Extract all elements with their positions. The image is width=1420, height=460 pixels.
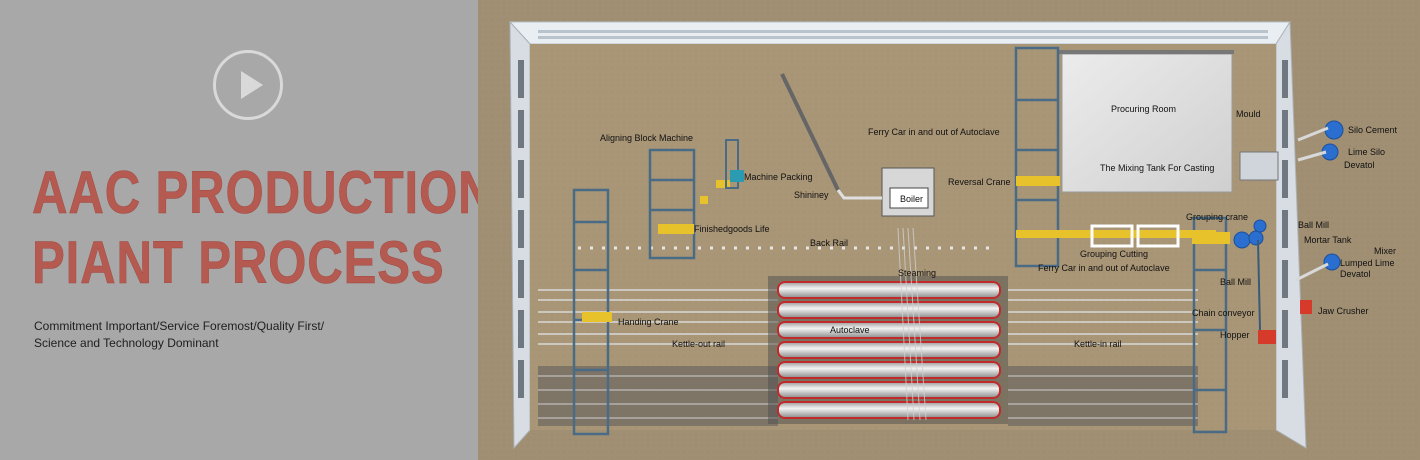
- play-button[interactable]: [213, 50, 283, 120]
- play-circle-icon: [241, 71, 263, 99]
- label-autoclave: Autoclave: [830, 325, 870, 335]
- autoclave-bank: [768, 227, 1008, 424]
- label-grouping-crane: Grouping crane: [1186, 212, 1248, 222]
- packing-machine: [725, 139, 744, 189]
- boiler-unit: [780, 73, 935, 217]
- label-steaming: Steaming: [898, 268, 936, 278]
- label-boiler: Boiler: [900, 194, 923, 204]
- label-ball-mill-top: Ball Mill: [1298, 220, 1329, 230]
- crane-yellow-parts: [582, 176, 1230, 322]
- kettle-rails: [538, 289, 1198, 345]
- label-hopper: Hopper: [1220, 330, 1250, 340]
- label-handing-crane: Handing Crane: [618, 317, 679, 327]
- steel-cranes: [572, 46, 1228, 436]
- plant-layout-diagram: Aligning Block Machine Machine Packing S…: [478, 0, 1420, 460]
- label-devatol-top: Devatol: [1344, 160, 1375, 170]
- label-back-rail: Back Rail: [810, 238, 848, 248]
- plant-labels: Aligning Block Machine Machine Packing S…: [600, 104, 1398, 349]
- label-lumped-lime: Lumped Lime: [1340, 258, 1395, 268]
- grouping-cutting-machine: [1090, 224, 1180, 248]
- plant-layout-render: Aligning Block Machine Machine Packing S…: [478, 0, 1420, 460]
- label-aligning-block-machine: Aligning Block Machine: [600, 133, 693, 143]
- label-mortar-tank: Mortar Tank: [1304, 235, 1352, 245]
- label-ball-mill-mid: Ball Mill: [1220, 277, 1251, 287]
- label-devatol-bottom: Devatol: [1340, 269, 1371, 279]
- label-reversal-crane: Reversal Crane: [948, 177, 1011, 187]
- slogan-line-2: Science and Technology Dominant: [34, 336, 219, 350]
- label-procuring-room: Procuring Room: [1111, 104, 1176, 114]
- label-shininey: Shininey: [794, 190, 829, 200]
- label-lime-silo: Lime Silo: [1348, 147, 1385, 157]
- label-finishedgoods-life: Finishedgoods Life: [694, 224, 770, 234]
- label-ferry-car-bottom: Ferry Car in and out of Autoclave: [1038, 263, 1170, 273]
- label-mixer: Mixer: [1374, 246, 1396, 256]
- label-jaw-crusher: Jaw Crusher: [1318, 306, 1369, 316]
- procuring-room: [1058, 50, 1234, 193]
- label-grouping-cutting: Grouping Cutting: [1080, 249, 1148, 259]
- raw-material-equipment: [1233, 120, 1344, 344]
- label-chain-conveyor: Chain conveyor: [1192, 308, 1255, 318]
- label-ferry-car-top: Ferry Car in and out of Autoclave: [868, 127, 1000, 137]
- slogan-line-1: Commitment Important/Service Foremost/Qu…: [34, 319, 325, 333]
- banner-title-line-1: AAC PRODUCTION: [32, 159, 495, 226]
- label-kettle-out-rail: Kettle-out rail: [672, 339, 725, 349]
- label-kettle-in-rail: Kettle-in rail: [1074, 339, 1122, 349]
- label-silo-cement: Silo Cement: [1348, 125, 1398, 135]
- banner-title-line-2: PIANT PROCESS: [32, 229, 445, 296]
- label-mould: Mould: [1236, 109, 1261, 119]
- label-machine-packing: Machine Packing: [744, 172, 813, 182]
- label-mixing-tank: The Mixing Tank For Casting: [1100, 163, 1214, 173]
- banner-panel: AAC PRODUCTION PIANT PROCESS Commitment …: [0, 0, 494, 460]
